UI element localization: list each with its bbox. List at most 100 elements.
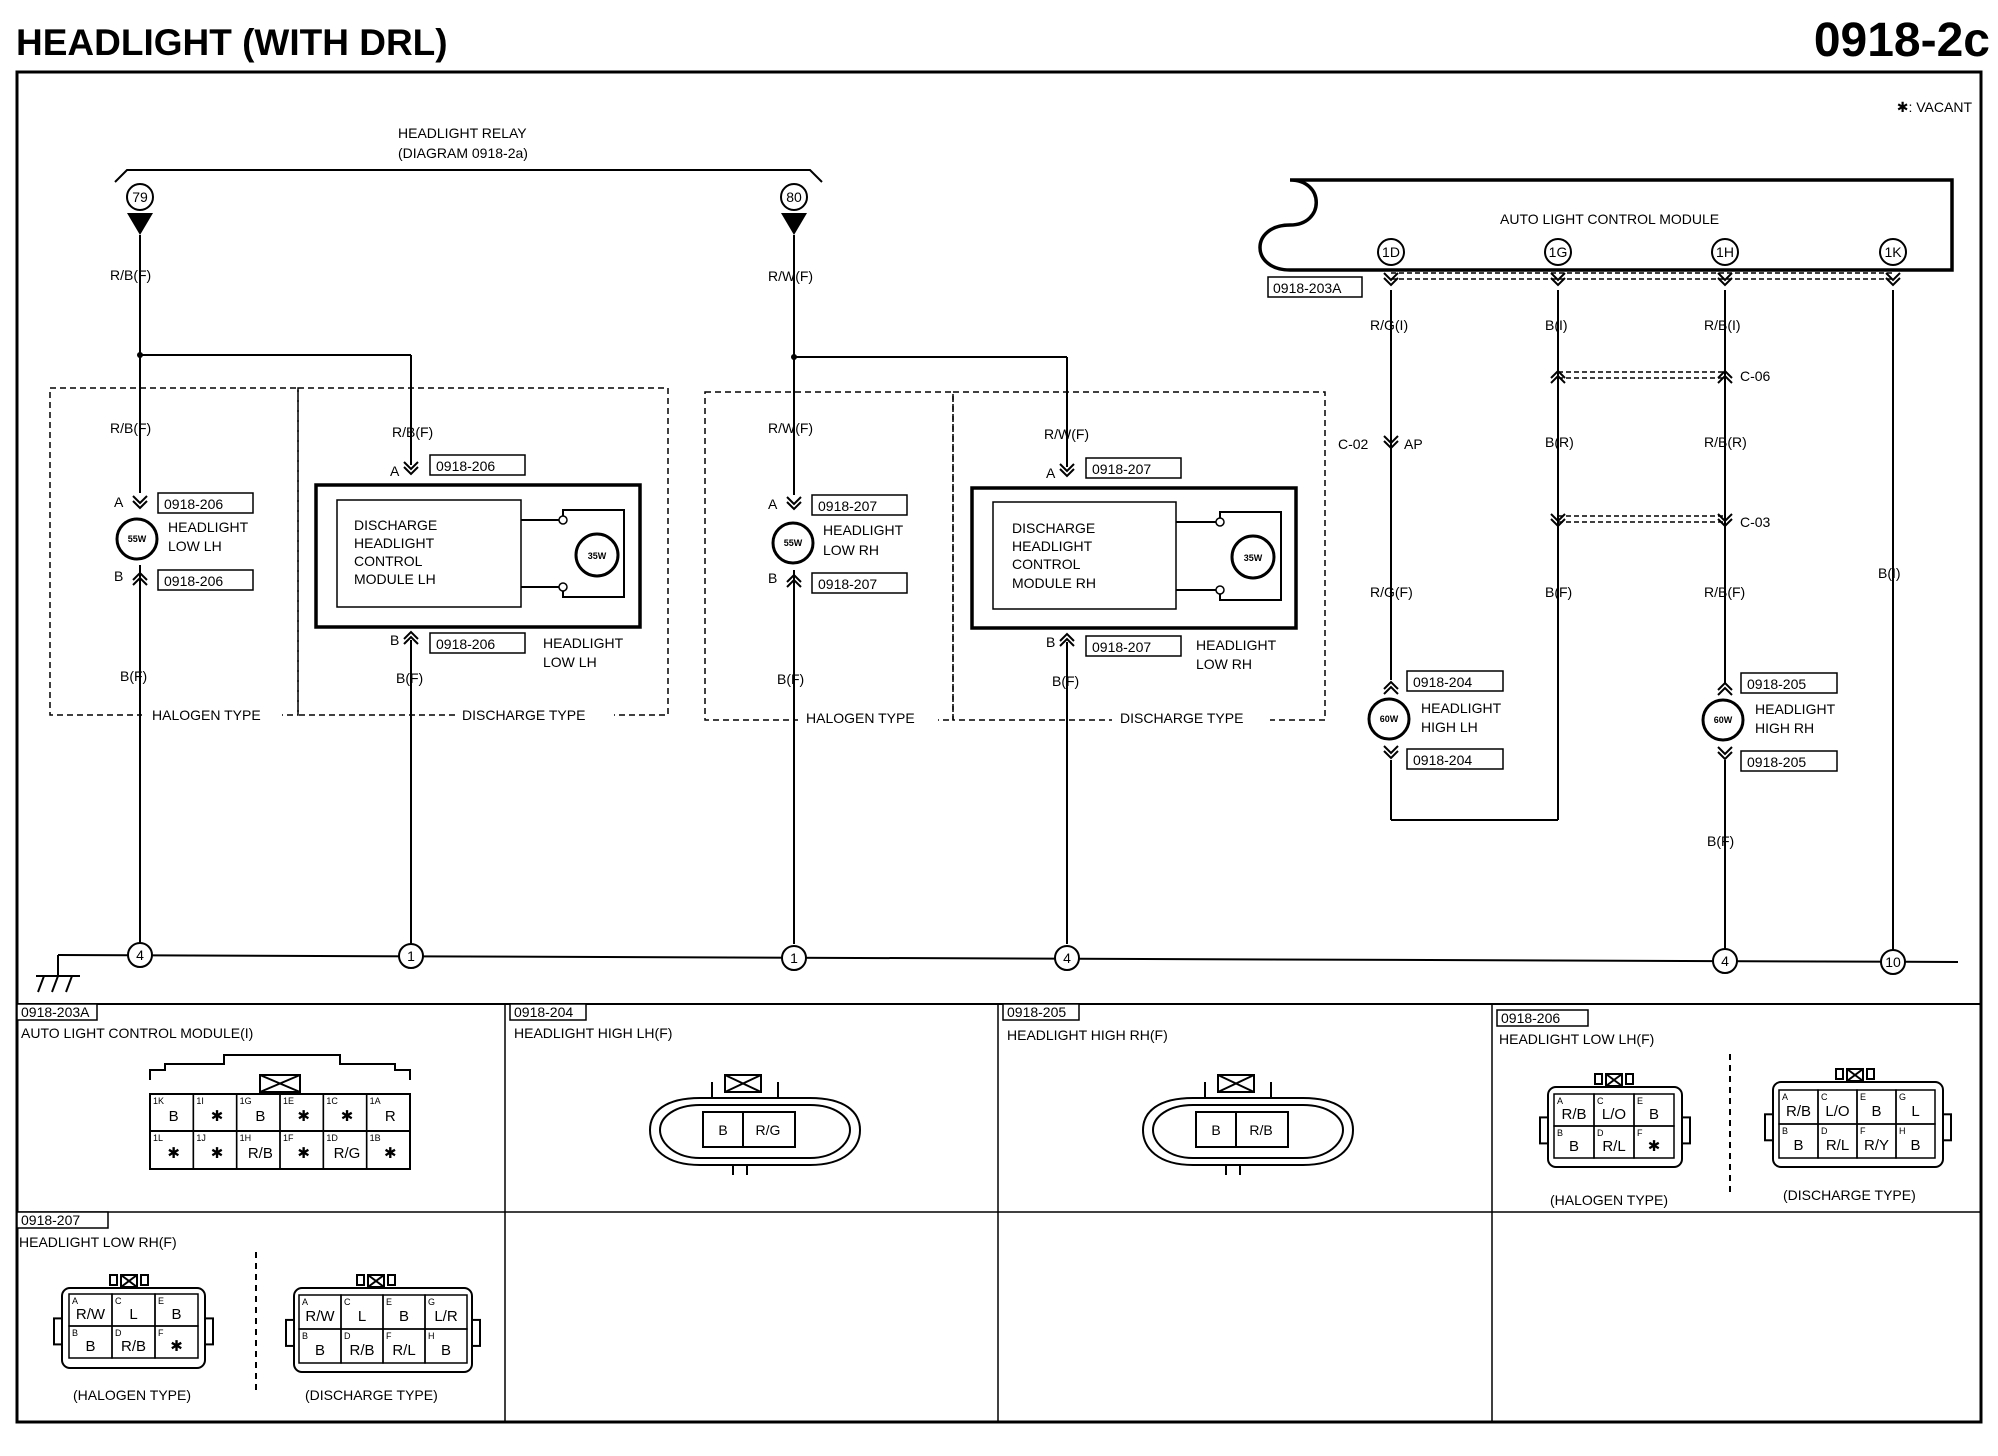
connector-205 (1141, 1074, 1355, 1175)
module-pin-1g: 1G (1544, 238, 1572, 266)
pin-number: A (1557, 1096, 1563, 1106)
lamp-discharge-lh (574, 532, 620, 578)
load-name: HEADLIGHT (1755, 701, 1836, 717)
cell-text: L (358, 1308, 366, 1325)
cell-text: R/L (392, 1342, 415, 1359)
ground-bus (36, 954, 1959, 993)
diagram-frame (15, 70, 1983, 1424)
connector-cell (1895, 1123, 1936, 1159)
pin-number: G (1899, 1092, 1906, 1102)
conn-ref-box (1406, 748, 1504, 770)
cell-text: L (129, 1306, 137, 1323)
pin-number: H (428, 1331, 435, 1341)
auto-light-module-box (1258, 178, 1954, 272)
conn-ref-box (1740, 750, 1838, 772)
relay-pin-80: 80 (780, 183, 808, 235)
wire-label: B(F) (1052, 673, 1079, 689)
cell-text: R/B (1786, 1103, 1811, 1120)
conn-ref-box (1740, 672, 1838, 694)
cell-text: B (399, 1308, 409, 1325)
cell-text: ✱ (211, 1145, 224, 1162)
cell-text: R/G (334, 1145, 361, 1162)
lh-low-wiring (139, 235, 412, 944)
conn-ref-box (157, 569, 254, 591)
lamp-low-lh (115, 517, 159, 561)
ground-pin: 10 (1880, 949, 1906, 975)
cell-text: B (1793, 1137, 1803, 1154)
wire-label: R/B(F) (110, 267, 151, 283)
pin-number: 1E (283, 1096, 294, 1106)
type-caption: (DISCHARGE TYPE) (1783, 1187, 1916, 1203)
cell-text: B (255, 1108, 265, 1125)
panel-ref-box (16, 1211, 109, 1229)
conn-ref-box (429, 454, 526, 476)
panel-ref-box (509, 1003, 587, 1021)
pin-number: F (386, 1331, 392, 1341)
wire-label: B(F) (1707, 833, 1734, 849)
svg-text:4: 4 (1063, 950, 1071, 966)
conn-ref-box (811, 494, 908, 516)
pin-number: D (115, 1328, 122, 1338)
junction-label: C-02 (1338, 436, 1369, 452)
type-caption: (DISCHARGE TYPE) (305, 1387, 438, 1403)
wire-label: R/W(F) (768, 420, 813, 436)
load-name: HEADLIGHT (543, 635, 624, 651)
pin-number: E (158, 1296, 164, 1306)
pin-number: G (428, 1297, 435, 1307)
pin-number: C (115, 1296, 122, 1306)
lamp-watt: 55W (784, 538, 803, 548)
pin-letter: A (114, 494, 124, 510)
conn-ref: 0918-205 (1747, 676, 1806, 692)
svg-text:1K: 1K (1884, 244, 1902, 260)
load-name: HEADLIGHT (823, 522, 904, 538)
pin-number: 1B (370, 1133, 381, 1143)
pin-letter: B (768, 570, 777, 586)
cell-text: R/W (305, 1308, 335, 1325)
panel-ref: 0918-207 (21, 1212, 80, 1228)
pin-number: F (158, 1328, 164, 1338)
cell-text: R/B (1249, 1122, 1272, 1138)
pin-letter: A (1046, 465, 1056, 481)
pin-number: 1L (153, 1133, 163, 1143)
rh-splice-dot (791, 354, 797, 360)
cell-text: R/L (1826, 1137, 1849, 1154)
wire-label: B(F) (1545, 584, 1572, 600)
pin-number: A (72, 1296, 78, 1306)
cell-text: B (718, 1122, 727, 1138)
dhcm-lh-line: MODULE LH (354, 571, 436, 587)
svg-text:4: 4 (1721, 953, 1729, 969)
connector-204 (648, 1074, 862, 1175)
cell-text: B (315, 1342, 325, 1359)
pin-number: D (344, 1331, 351, 1341)
panel-title: AUTO LIGHT CONTROL MODULE(I) (21, 1025, 253, 1041)
pin-number: 1D (326, 1133, 338, 1143)
conn-ref-box (157, 492, 254, 514)
pin-number: 1H (240, 1133, 252, 1143)
auto-light-wiring (1390, 290, 1894, 950)
pin-letter: B (1046, 634, 1055, 650)
ground-pin: 1 (781, 945, 807, 971)
module-connector-dash (1391, 272, 1893, 280)
wire-label: B(F) (396, 670, 423, 686)
type-label-halogen: HALOGEN TYPE (152, 707, 261, 723)
lamp-high-lh (1367, 697, 1411, 741)
conn-ref-box (811, 572, 908, 594)
load-name: HIGH RH (1755, 720, 1814, 736)
wire-label: R/B(I) (1704, 317, 1741, 333)
wire-label: B(F) (777, 671, 804, 687)
panel-title: HEADLIGHT LOW RH(F) (19, 1234, 177, 1250)
load-name: LOW RH (823, 542, 879, 558)
vacant-note: ✱: VACANT (1897, 99, 1973, 115)
page-title: HEADLIGHT (WITH DRL) (16, 22, 448, 63)
panel-title: HEADLIGHT HIGH RH(F) (1007, 1027, 1168, 1043)
ground-pin: 4 (127, 942, 153, 968)
svg-text:1G: 1G (1549, 244, 1568, 260)
pin-number: F (1637, 1128, 1643, 1138)
pin-number: C (344, 1297, 351, 1307)
connector-cell (1633, 1125, 1675, 1159)
pin-number: A (1782, 1092, 1788, 1102)
conn-ref: 0918-206 (436, 636, 495, 652)
